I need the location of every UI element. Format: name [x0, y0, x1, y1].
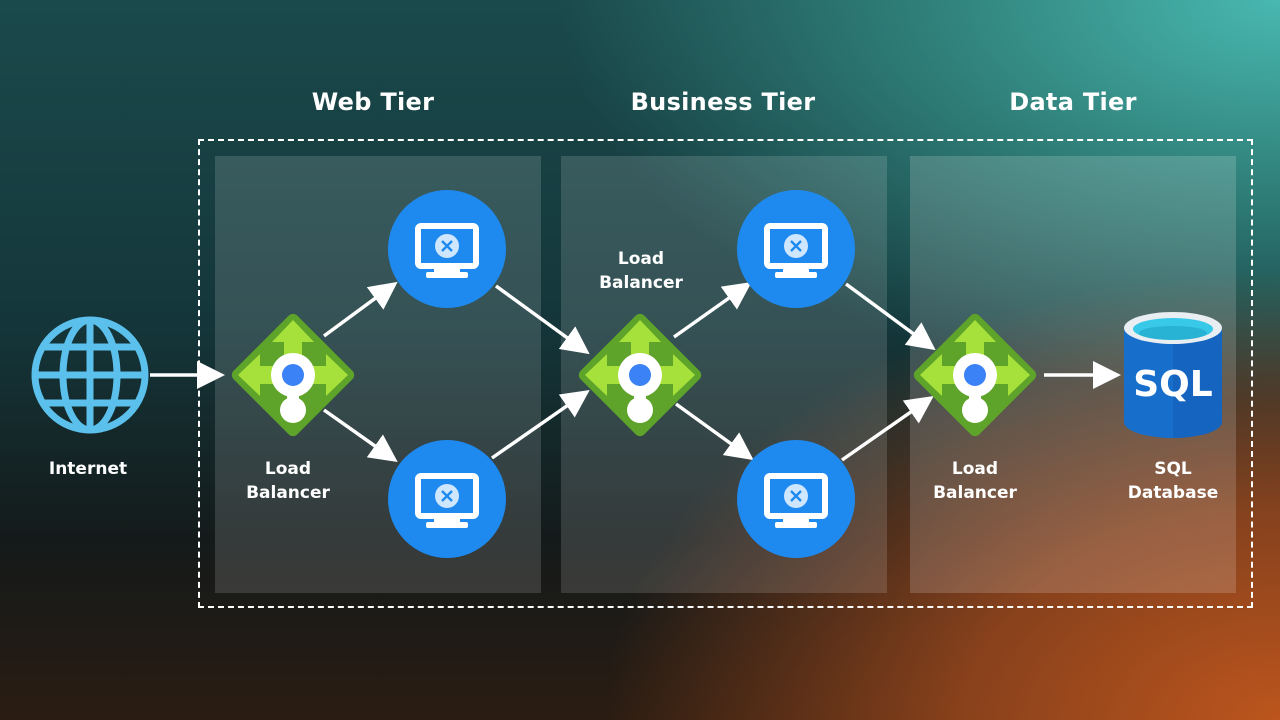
lb-web-label-line1: Load	[264, 459, 312, 479]
vm-web-top-node[interactable]	[388, 190, 506, 308]
lb-business-node[interactable]	[573, 308, 707, 442]
globe-icon	[31, 316, 149, 434]
lb-business-label: Load Balancer	[571, 247, 711, 295]
lb-data-node[interactable]	[908, 308, 1042, 442]
virtual-machine-icon	[737, 440, 855, 558]
vm-business-top-node[interactable]	[737, 190, 855, 308]
sql-icon-text: SQL	[1133, 364, 1212, 405]
lb-data-label-line1: Load	[951, 459, 999, 479]
virtual-machine-icon	[388, 440, 506, 558]
arrow-vm-top-to-lb-data	[844, 282, 936, 351]
vm-web-bottom-node[interactable]	[388, 440, 506, 558]
business-tier-title: Business Tier	[630, 88, 816, 116]
lb-data-label: Load Balancer	[905, 457, 1045, 505]
lb-web-node[interactable]	[226, 308, 360, 442]
sql-database-label: SQL Database	[1103, 457, 1243, 505]
internet-node[interactable]	[30, 315, 150, 435]
arrow-lb-business-to-vm-bottom	[674, 402, 754, 461]
load-balancer-icon	[578, 313, 702, 437]
arrow-lb-web-to-vm-bottom	[322, 408, 398, 463]
lb-web-label: Load Balancer	[218, 457, 358, 505]
lb-business-label-line2: Balancer	[599, 273, 683, 293]
arrow-vm-bottom-to-lb-data	[840, 395, 934, 462]
lb-web-label-line2: Balancer	[246, 483, 330, 503]
arrow-lb-web-to-vm-top	[322, 281, 398, 338]
virtual-machine-icon	[737, 190, 855, 308]
arrow-vm-top-to-lb-business	[494, 284, 590, 355]
data-tier-title: Data Tier	[1009, 88, 1137, 116]
sql-database-label-line2: Database	[1127, 483, 1219, 503]
load-balancer-icon	[231, 313, 355, 437]
arrow-vm-bottom-to-lb-business	[491, 390, 590, 460]
sql-database-icon: SQL	[1124, 312, 1222, 438]
lb-business-label-line1: Load	[617, 249, 665, 269]
internet-label: Internet	[48, 459, 128, 479]
vm-business-bottom-node[interactable]	[737, 440, 855, 558]
sql-database-node[interactable]: SQL	[1122, 308, 1224, 442]
arrow-lb-business-to-vm-top	[672, 281, 752, 339]
lb-data-label-line2: Balancer	[933, 483, 1017, 503]
web-tier-title: Web Tier	[311, 88, 435, 116]
sql-database-label-line1: SQL	[1154, 459, 1192, 479]
virtual-machine-icon	[388, 190, 506, 308]
load-balancer-icon	[913, 313, 1037, 437]
